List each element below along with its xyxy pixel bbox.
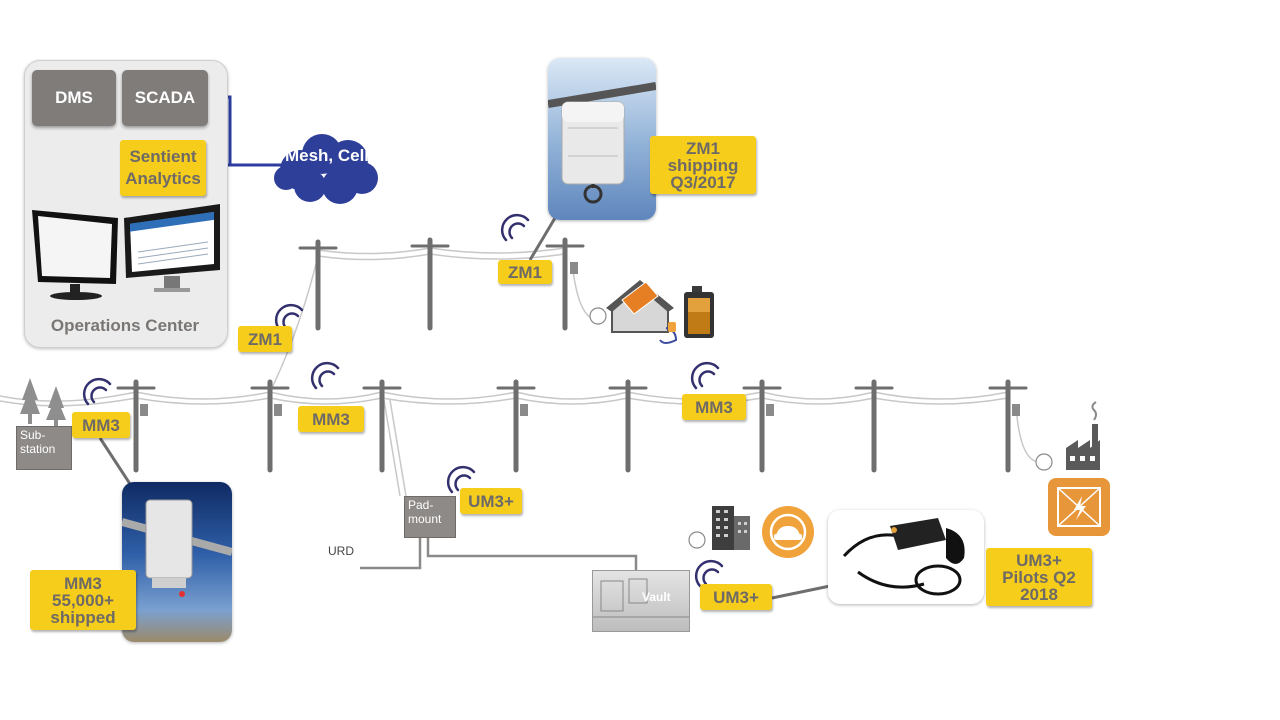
zm1-photo-connector (528, 217, 557, 261)
left-monitor-icon (32, 210, 118, 300)
um3-vault-tag[interactable]: UM3+ (700, 584, 772, 610)
zm1-shipping-callout: ZM1 shipping Q3/2017 (650, 136, 756, 194)
um3-pilots-text: UM3+ Pilots Q2 2018 (1002, 550, 1076, 604)
um3-vault-label: UM3+ (713, 587, 759, 607)
mm3-right-tag[interactable]: MM3 (682, 394, 746, 420)
mm3-substation-tag[interactable]: MM3 (72, 412, 130, 438)
mm3-substation-label: MM3 (82, 415, 120, 435)
factory-icon (1066, 401, 1100, 470)
mm3-device-image (122, 499, 232, 597)
mesh-cell-label: Mesh, Cell (284, 146, 370, 165)
scada-label: SCADA (134, 88, 196, 107)
signal-icon-um3-vault (694, 559, 724, 588)
padmount-label: Pad-mount (408, 498, 442, 526)
sentient-analytics-tag[interactable]: Sentient Analytics (120, 140, 206, 196)
signal-icon-zm1-upper (500, 213, 530, 242)
right-monitor-icon (124, 204, 220, 292)
wireless-signal-icons (82, 213, 724, 588)
zm1-device-photo (548, 58, 656, 220)
zm1-shipping-text: ZM1 shipping Q3/2017 (667, 138, 739, 192)
operations-center-title: Operations Center (50, 316, 200, 335)
dms-label: DMS (55, 88, 93, 107)
power-grid-icon (1048, 478, 1110, 536)
substation-box: Sub-station (16, 426, 72, 470)
um3-device-photo (828, 510, 984, 604)
pole-transformers (140, 262, 1020, 416)
sentient-analytics-label: Sentient Analytics (125, 146, 201, 188)
zm1-device-image (548, 82, 656, 204)
mm3-photo-connector (98, 437, 132, 485)
mesh-cell-cloud-icon (274, 134, 378, 204)
zm1-upper-label: ZM1 (508, 262, 542, 282)
zm1-left-tag[interactable]: ZM1 (238, 326, 292, 352)
office-building-icon (712, 506, 750, 550)
signal-icon-um3-padmount (446, 465, 476, 494)
upper-feeder-wires (269, 247, 599, 393)
vault-photo (592, 570, 690, 632)
ev-charging-icon (762, 506, 814, 558)
mm3-mid-label: MM3 (312, 409, 350, 429)
dms-box[interactable]: DMS (32, 70, 116, 126)
signal-icon-mm3-right (690, 361, 720, 390)
signal-icon-mm3-substation (82, 377, 112, 406)
vault-label: Vault (642, 590, 671, 604)
padmount-box: Pad-mount (404, 496, 456, 538)
solar-house-icon (606, 280, 678, 344)
mm3-right-label: MM3 (695, 397, 733, 417)
substation-label: Sub-station (20, 428, 56, 456)
vault-image (593, 578, 689, 618)
signal-icon-zm1-left (274, 303, 304, 332)
signal-icon-mm3-mid (310, 361, 340, 390)
um3-photo-connector (771, 584, 831, 600)
um3-pilots-callout: UM3+ Pilots Q2 2018 (986, 548, 1092, 606)
substation-tree-icons (20, 378, 66, 428)
battery-icon (684, 286, 714, 338)
zm1-upper-tag[interactable]: ZM1 (498, 260, 552, 284)
urd-label: URD (328, 544, 354, 558)
um3-padmount-label: UM3+ (468, 491, 514, 511)
um3-padmount-tag[interactable]: UM3+ (460, 488, 522, 514)
mm3-shipped-text: MM3 55,000+ shipped (50, 573, 116, 627)
underground-cables (360, 536, 638, 574)
mm3-device-photo (122, 482, 232, 642)
scada-box[interactable]: SCADA (122, 70, 208, 126)
operations-monitors (32, 204, 220, 300)
meter-icons (589, 307, 1053, 549)
um3-device-image (842, 518, 965, 596)
utility-poles (116, 237, 1028, 473)
mm3-shipped-callout: MM3 55,000+ shipped (30, 570, 136, 630)
zm1-left-label: ZM1 (248, 329, 282, 349)
mm3-mid-tag[interactable]: MM3 (298, 406, 364, 432)
